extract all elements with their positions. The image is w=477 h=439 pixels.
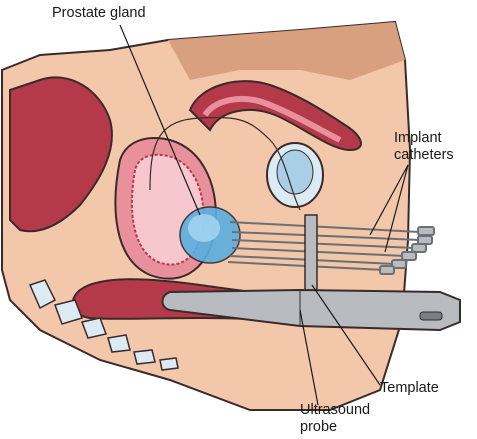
label-template: Template <box>380 380 439 397</box>
label-ultrasound-line2: probe <box>300 419 370 436</box>
label-ultrasound-line1: Ultrasound <box>300 402 370 419</box>
label-implant-line1: Implant <box>394 130 454 147</box>
testicle-inner <box>277 150 313 194</box>
label-ultrasound-probe: Ultrasound probe <box>300 402 370 436</box>
prostate-highlight <box>188 214 220 242</box>
label-implant-catheters: Implant catheters <box>394 130 454 164</box>
template-plate <box>305 215 317 290</box>
label-prostate-gland: Prostate gland <box>52 5 146 22</box>
label-implant-line2: catheters <box>394 147 454 164</box>
